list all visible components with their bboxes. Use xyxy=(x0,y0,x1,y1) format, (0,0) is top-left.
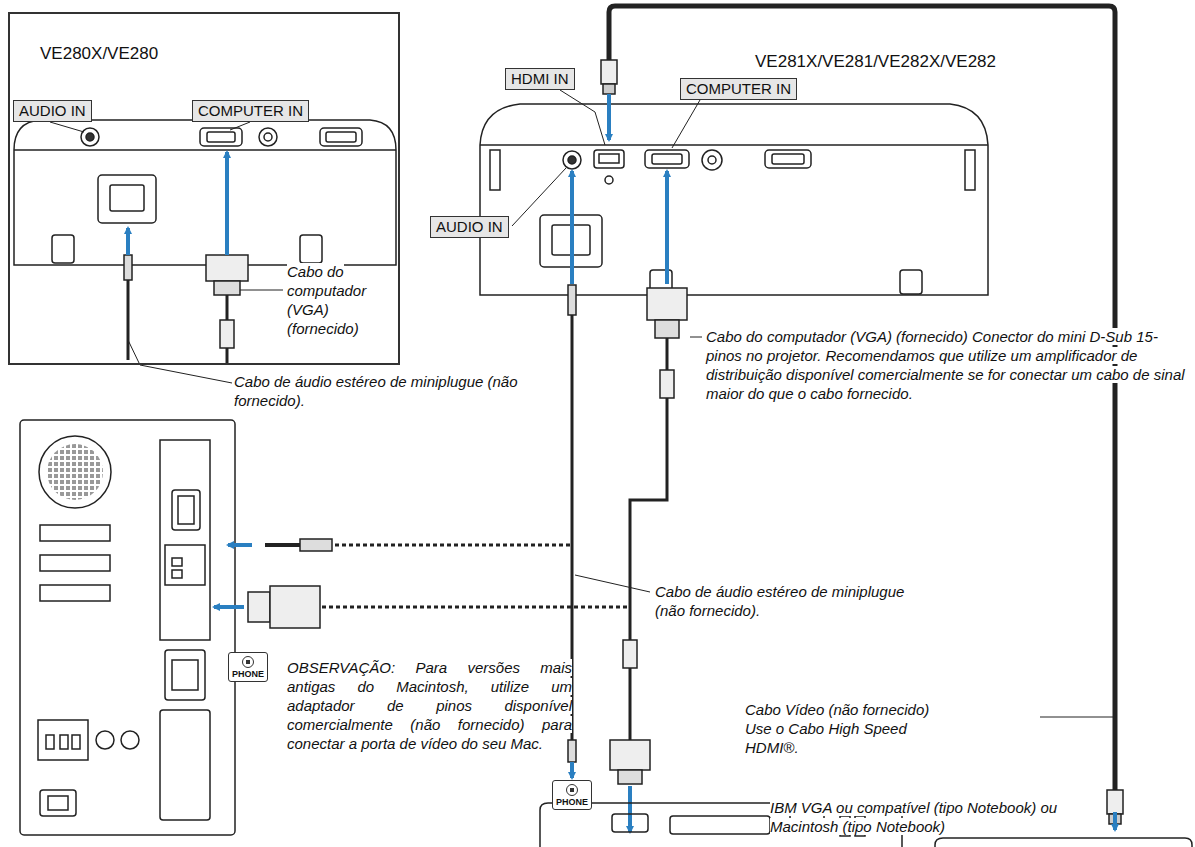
label-block: Cabo do computador (VGA) (fornecido) xyxy=(287,262,399,338)
model-panel: VE280X/VE280AUDIO IN COMPUTER IN xyxy=(8,12,400,365)
port-name: AUDIO IN xyxy=(19,102,86,120)
cable-note: Cabo do computador (VGA) (fornecido) Con… xyxy=(706,328,1185,402)
label-block: OBSERVAÇÃO: Para versões mais antigas do… xyxy=(287,658,572,753)
model-title: VE280X/VE280 xyxy=(40,44,158,64)
phone-jack-box: PHONE xyxy=(552,780,592,810)
headphone-symbol xyxy=(242,656,254,668)
label-block: IBM VGA ou compatível (tipo Notebook) ou… xyxy=(770,798,1100,836)
port-label: AUDIO IN xyxy=(430,216,509,238)
cable-note: OBSERVAÇÃO: Para versões mais antigas do… xyxy=(287,659,572,752)
headphone-symbol xyxy=(566,784,578,796)
port-label: HDMI IN xyxy=(505,68,575,90)
model-title: VE281X/VE281/VE282X/VE282 xyxy=(755,52,996,71)
label-block: Cabo de áudio estéreo de miniplugue (não… xyxy=(655,582,917,620)
port-label: COMPUTER IN xyxy=(680,78,797,100)
label-block: Cabo de áudio estéreo de miniplugue (não… xyxy=(234,372,534,410)
cable-note: IBM VGA ou compatível (tipo Notebook) ou… xyxy=(770,799,1057,835)
port-name: HDMI IN xyxy=(511,70,569,88)
cable-note: Cabo de áudio estéreo de miniplugue (não… xyxy=(655,583,904,619)
port-name: AUDIO IN xyxy=(436,218,503,236)
cable-note: Cabo Vídeo (não fornecido) Use o Cabo Hi… xyxy=(745,701,929,756)
port-label: AUDIO IN xyxy=(13,100,92,122)
label-block: VE281X/VE281/VE282X/VE282 xyxy=(755,52,1175,71)
port-label: COMPUTER IN xyxy=(192,100,309,122)
cable-note: Cabo de áudio estéreo de miniplugue (não… xyxy=(234,373,518,409)
port-name: PHONE xyxy=(556,797,588,807)
cable-note: Cabo do computador (VGA) (fornecido) xyxy=(287,263,366,337)
phone-jack-box: PHONE xyxy=(228,652,268,682)
label-block: Cabo Vídeo (não fornecido) Use o Cabo Hi… xyxy=(745,700,950,757)
label-block: Cabo do computador (VGA) (fornecido) Con… xyxy=(706,327,1186,403)
port-name: COMPUTER IN xyxy=(686,80,791,98)
port-name: COMPUTER IN xyxy=(198,102,303,120)
port-name: PHONE xyxy=(232,669,264,679)
